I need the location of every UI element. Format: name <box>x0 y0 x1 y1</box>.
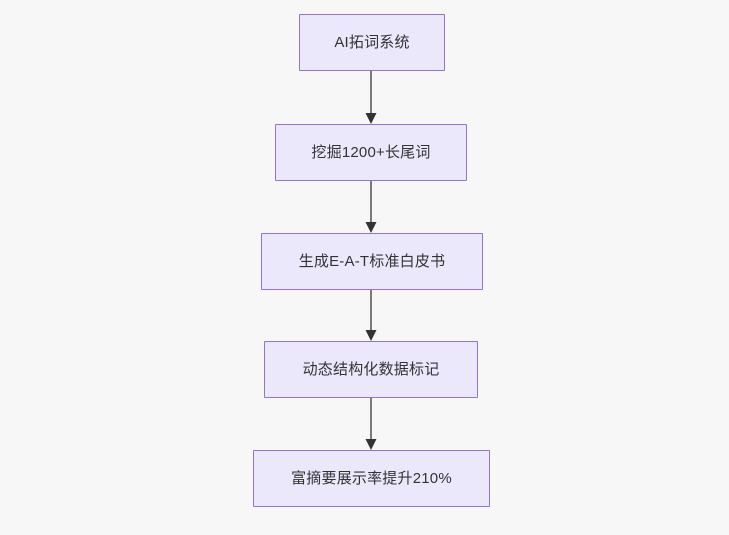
node-label: 富摘要展示率提升210% <box>291 469 452 487</box>
edge-node2-to-node3 <box>365 181 377 233</box>
flowchart-node-generate-eat-whitepaper[interactable]: 生成E-A-T标准白皮书 <box>261 233 483 290</box>
node-label: 挖掘1200+长尾词 <box>311 143 431 161</box>
edge-node4-to-node5 <box>365 398 377 450</box>
flowchart-node-rich-snippet-rate-increase[interactable]: 富摘要展示率提升210% <box>253 450 490 507</box>
edge-node3-to-node4 <box>365 290 377 341</box>
flowchart-node-ai-keyword-system[interactable]: AI拓词系统 <box>299 14 445 71</box>
node-label: 生成E-A-T标准白皮书 <box>298 252 446 270</box>
node-label: 动态结构化数据标记 <box>302 360 440 378</box>
node-label: AI拓词系统 <box>334 33 410 51</box>
edge-node1-to-node2 <box>365 71 377 124</box>
flowchart-node-dynamic-structured-data-markup[interactable]: 动态结构化数据标记 <box>264 341 478 398</box>
flowchart-node-mine-longtail-keywords[interactable]: 挖掘1200+长尾词 <box>275 124 467 181</box>
